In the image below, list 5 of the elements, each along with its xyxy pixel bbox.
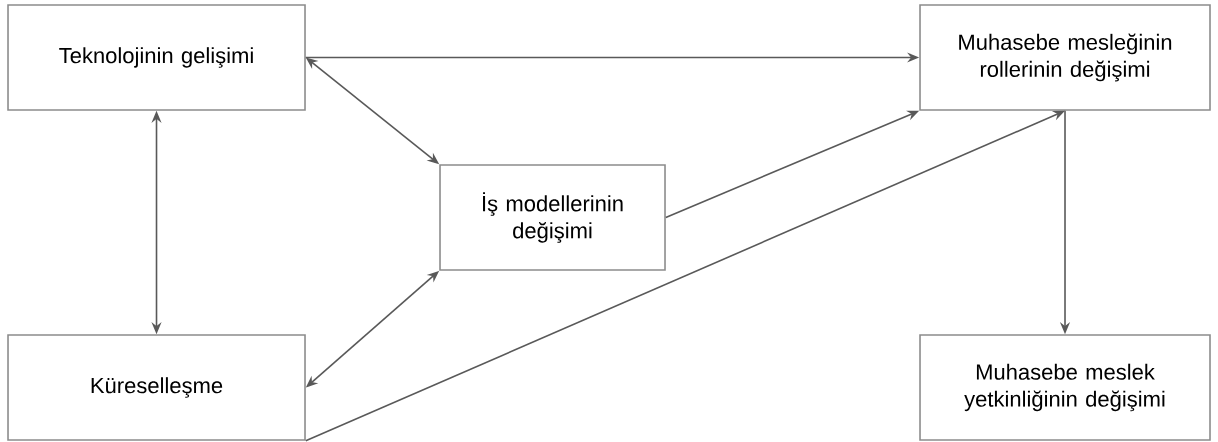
process-box: Muhasebe mesleğinin rollerinin değişimi bbox=[919, 4, 1211, 111]
process-box: Teknolojinin gelişimi bbox=[7, 4, 306, 111]
process-box: Muhasebe meslek yetkinliğinin değişimi bbox=[919, 334, 1211, 441]
process-box: İş modellerinin değişimi bbox=[439, 164, 666, 271]
process-box: Küreselleşme bbox=[7, 334, 306, 441]
